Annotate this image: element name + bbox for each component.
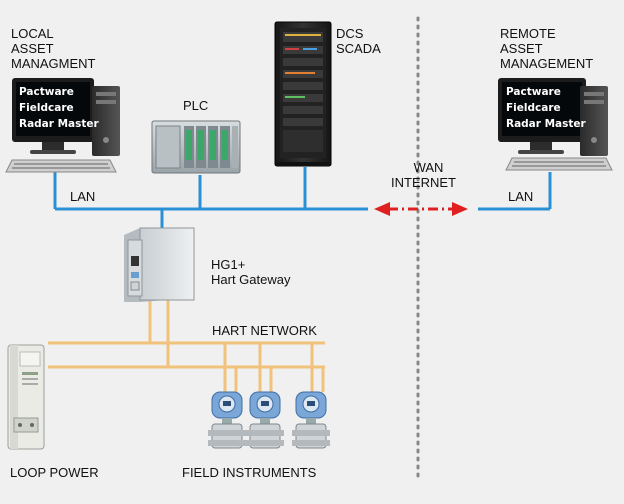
- field-instrument-1: [208, 391, 246, 449]
- wan-arrow: [374, 202, 468, 216]
- wan-internet-label: WAN INTERNET: [391, 160, 456, 190]
- local-software-2: Fieldcare: [19, 102, 74, 114]
- local-title-line-3: MANAGMENT: [11, 56, 96, 71]
- field-instruments-label: FIELD INSTRUMENTS: [182, 465, 317, 480]
- lan-label-right: LAN: [508, 189, 534, 204]
- remote-title-line-2: ASSET: [500, 41, 543, 56]
- plc-device: [151, 120, 241, 174]
- dcs-label-line-1: DCS: [336, 26, 364, 41]
- local-workstation: [5, 78, 120, 173]
- field-instrument-3: [292, 391, 330, 449]
- lan-bus: [53, 167, 552, 228]
- remote-asset-title: REMOTE ASSET MANAGEMENT: [500, 26, 593, 71]
- gateway-label-line-1: HG1+: [211, 257, 246, 272]
- gateway-label-line-2: Hart Gateway: [211, 272, 291, 287]
- hart-network-lines: [48, 298, 325, 392]
- local-asset-title: LOCAL ASSET MANAGMENT: [11, 26, 96, 71]
- local-software-3: Radar Master: [19, 118, 99, 130]
- remote-screen-software: Pactware Fieldcare Radar Master: [506, 84, 586, 132]
- local-title-line-2: ASSET: [11, 41, 54, 56]
- dcs-scada-label: DCS SCADA: [336, 26, 381, 56]
- hart-gateway-label: HG1+ Hart Gateway: [211, 257, 290, 287]
- field-instrument-2: [246, 391, 284, 449]
- dcs-rack: [274, 21, 332, 167]
- lan-label-left: LAN: [70, 189, 96, 204]
- loop-power-label: LOOP POWER: [10, 465, 99, 480]
- wan-label-line-2: INTERNET: [391, 175, 456, 190]
- remote-software-1: Pactware: [506, 86, 561, 98]
- dcs-label-line-2: SCADA: [336, 41, 381, 56]
- remote-software-3: Radar Master: [506, 118, 586, 130]
- hart-network-label: HART NETWORK: [212, 323, 317, 338]
- local-software-1: Pactware: [19, 86, 74, 98]
- remote-workstation: [498, 78, 613, 171]
- remote-title-line-1: REMOTE: [500, 26, 556, 41]
- remote-software-2: Fieldcare: [506, 102, 561, 114]
- hart-gateway-device: [124, 227, 195, 302]
- plc-label: PLC: [183, 98, 209, 113]
- loop-power-device: [7, 344, 45, 450]
- remote-title-line-3: MANAGEMENT: [500, 56, 594, 71]
- local-title-line-1: LOCAL: [11, 26, 54, 41]
- local-screen-software: Pactware Fieldcare Radar Master: [19, 84, 99, 132]
- wan-label-line-1: WAN: [413, 160, 444, 175]
